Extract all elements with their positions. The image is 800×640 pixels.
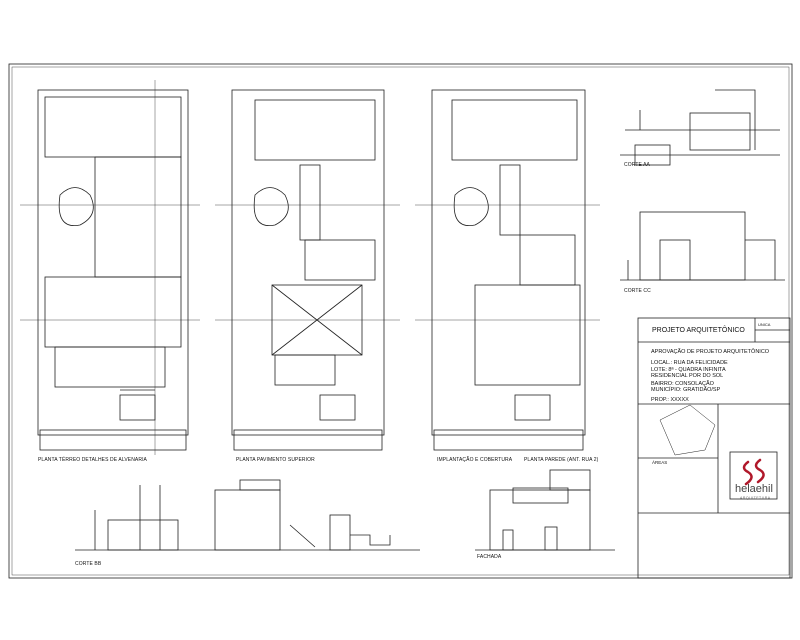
approval-text: APROVAÇÃO DE PROJETO ARQUITETÔNICO <box>651 349 770 355</box>
facade-label: FACHADA <box>477 554 502 560</box>
owner-text: PROP.: XXXXX <box>651 397 689 403</box>
section-bb <box>75 479 420 551</box>
sheet-label: UNICA <box>758 322 771 327</box>
location-text: LOCAL.: RUA DA FELICIDADE <box>651 360 728 366</box>
location-map <box>659 404 716 456</box>
section-aa-label: CORTE AA <box>624 162 650 168</box>
residential-text: RESIDENCIAL POR DO SOL <box>651 373 724 379</box>
wall-plan-label: PLANTA PAREDE (ANT. RUA 2) <box>524 457 599 463</box>
logo-name: helaehil <box>735 483 773 495</box>
section-cc-label: CORTE CC <box>624 288 651 294</box>
district-text: BAIRRO: CONSOLAÇÃO <box>651 381 714 387</box>
ground-floor-plan-label: PLANTA TÉRREO DETALHES DE ALVENARIA <box>38 457 147 463</box>
areas-title: ÁREAS <box>652 460 668 465</box>
title-block-frame <box>637 317 791 579</box>
lot-text: LOTE: 8ª - QUADRA INFINITA <box>651 367 726 373</box>
section-aa <box>620 89 780 166</box>
upper-floor-plan <box>215 89 400 451</box>
logo-subtitle: ARQUITETURA <box>740 496 771 500</box>
city-text: MUNICÍPIO: GRATIDÃO/SP <box>651 387 721 393</box>
section-cc <box>620 211 785 281</box>
sheet-inner-border <box>11 66 790 576</box>
site-roof-plan-label: IMPLANTAÇÃO E COBERTURA <box>437 457 513 463</box>
sheet-border <box>8 63 793 579</box>
project-title: PROJETO ARQUITETÔNICO <box>652 327 745 334</box>
facade-drawing <box>475 469 615 551</box>
site-roof-plan <box>415 89 600 451</box>
section-bb-label: CORTE BB <box>75 561 102 567</box>
logo-mark <box>742 458 765 486</box>
ground-floor-plan <box>20 80 200 455</box>
upper-floor-plan-label: PLANTA PAVIMENTO SUPERIOR <box>236 457 315 463</box>
